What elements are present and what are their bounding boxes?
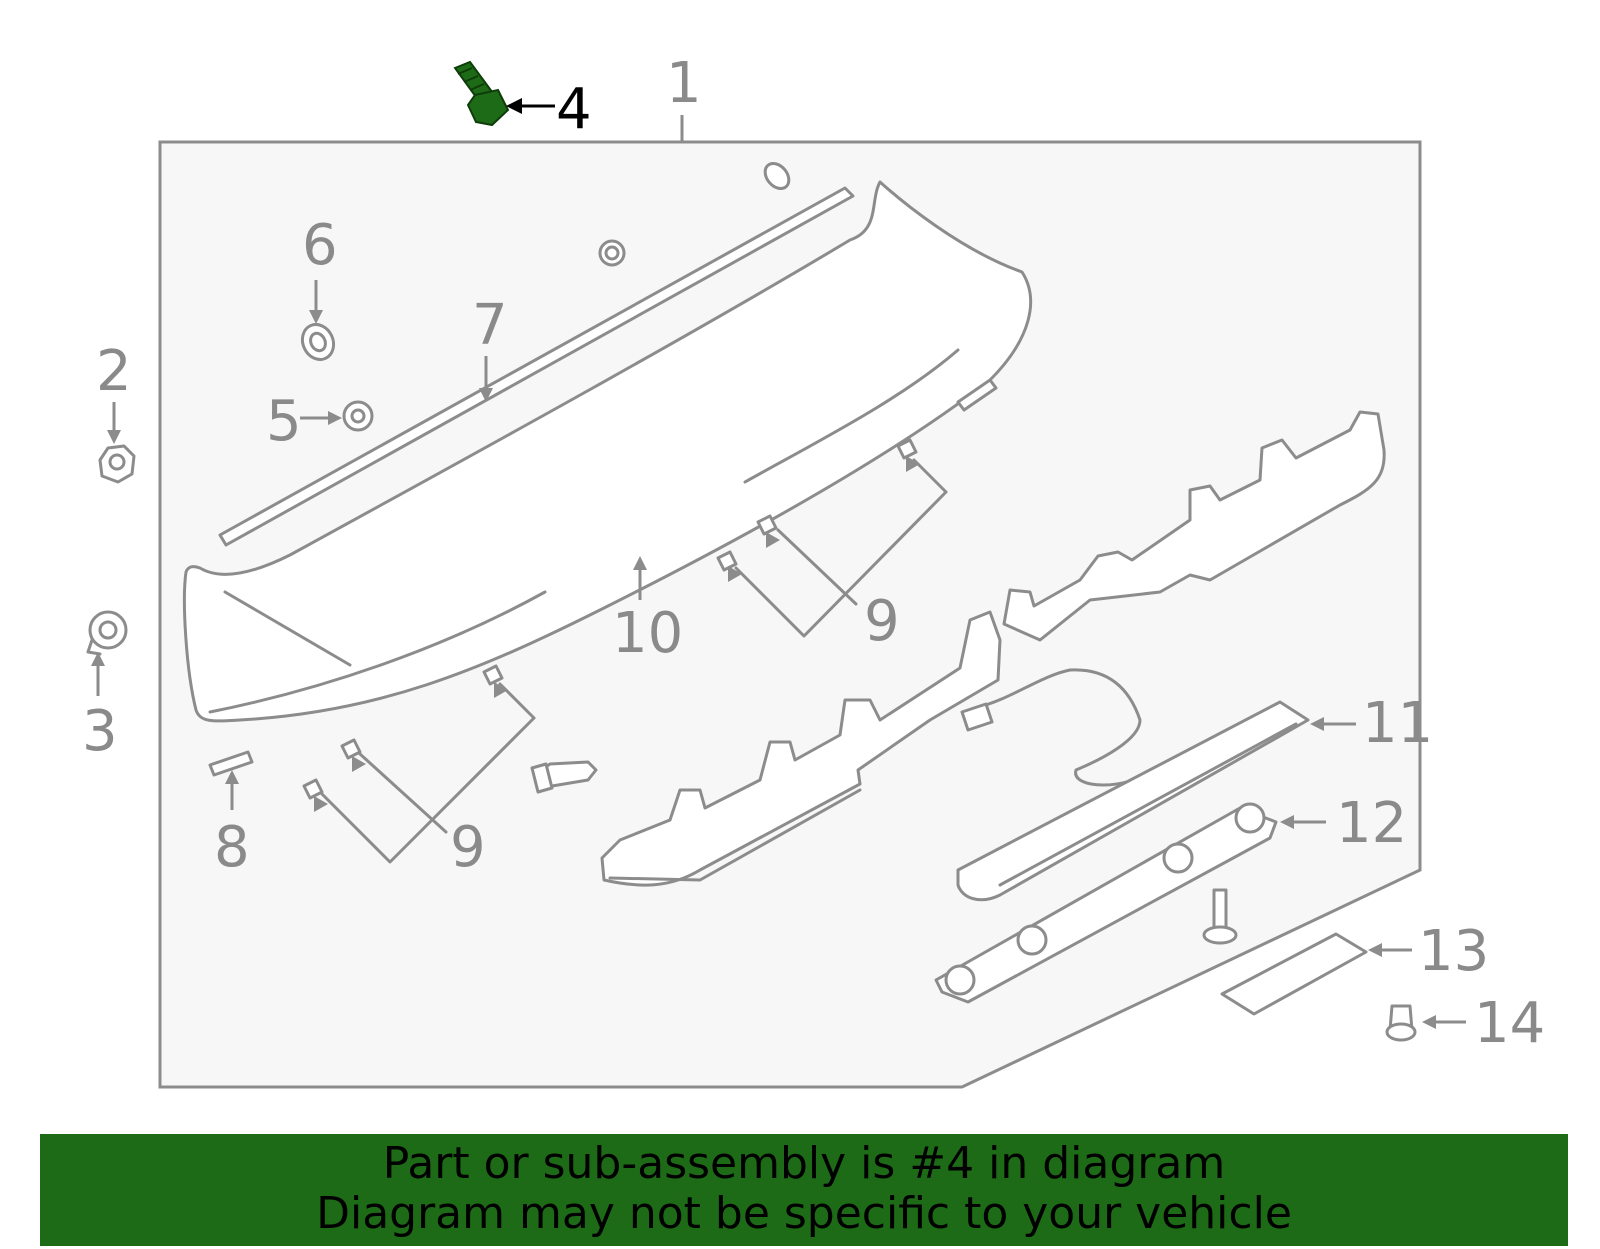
banner-disclaimer: Diagram may not be specific to your vehi… xyxy=(316,1188,1292,1239)
callout-3: 3 xyxy=(82,699,118,764)
part-13-gasket xyxy=(1220,932,1368,1016)
callout-13: 13 xyxy=(1418,919,1489,984)
screw-icon xyxy=(1202,888,1238,945)
lamp-bracket-left xyxy=(600,610,1002,887)
callout-4-arrow xyxy=(506,98,555,114)
banner-part-note: Part or sub-assembly is #4 in diagram xyxy=(382,1138,1226,1189)
grommet-icon xyxy=(598,239,626,267)
callout-10: 10 xyxy=(612,601,683,666)
callout-14: 14 xyxy=(1474,991,1545,1056)
spoiler-crease xyxy=(223,590,352,667)
part-7-seal-strip xyxy=(218,186,855,547)
callout-7: 7 xyxy=(472,293,508,358)
callout-12: 12 xyxy=(1336,791,1407,856)
connector-icon xyxy=(960,702,994,732)
spoiler-lower-edge xyxy=(208,590,547,714)
callout-9-upper: 9 xyxy=(864,589,900,654)
grommet-icon xyxy=(763,161,791,191)
part-8-pad-icon xyxy=(208,750,254,777)
part-small-pad-icon xyxy=(956,378,998,412)
part-5-washer-icon xyxy=(342,400,374,432)
callout-11: 11 xyxy=(1362,691,1433,756)
callout-6: 6 xyxy=(302,213,338,278)
info-banner: Part or sub-assembly is #4 in diagram Di… xyxy=(40,1134,1568,1246)
callout-8: 8 xyxy=(214,815,250,880)
part-9-clips-upper xyxy=(716,438,948,638)
part-6-grommet-icon xyxy=(300,322,336,362)
lamp-bracket-left-edge xyxy=(608,788,862,882)
part-11-lamp-lens-line xyxy=(998,722,1298,887)
callout-4: 4 xyxy=(556,77,592,142)
lamp-bracket-right xyxy=(1002,410,1386,642)
grommet-icon xyxy=(604,245,620,261)
part-12-boss xyxy=(1234,802,1266,834)
callout-2: 2 xyxy=(96,339,132,404)
wire-harness xyxy=(973,668,1152,787)
part-12-boss xyxy=(1162,842,1194,874)
part-12-boss xyxy=(944,964,976,996)
callout-1: 1 xyxy=(666,51,702,116)
assembly-panel xyxy=(158,140,1422,1089)
spoiler-body xyxy=(182,180,1033,723)
callout-5: 5 xyxy=(266,389,302,454)
spoiler-mid-line xyxy=(743,348,960,484)
part-4-bolt-icon[interactable] xyxy=(453,60,510,127)
part-11-lamp-lens xyxy=(956,700,1310,902)
part-2-nut-icon xyxy=(98,444,136,484)
callout-9-lower: 9 xyxy=(450,815,486,880)
part-3-clip-icon xyxy=(86,610,128,656)
part-14-clip-icon xyxy=(1385,1004,1417,1042)
part-12-boss xyxy=(1016,924,1048,956)
screw-icon xyxy=(530,760,598,794)
callout-arrows xyxy=(91,280,1466,1029)
